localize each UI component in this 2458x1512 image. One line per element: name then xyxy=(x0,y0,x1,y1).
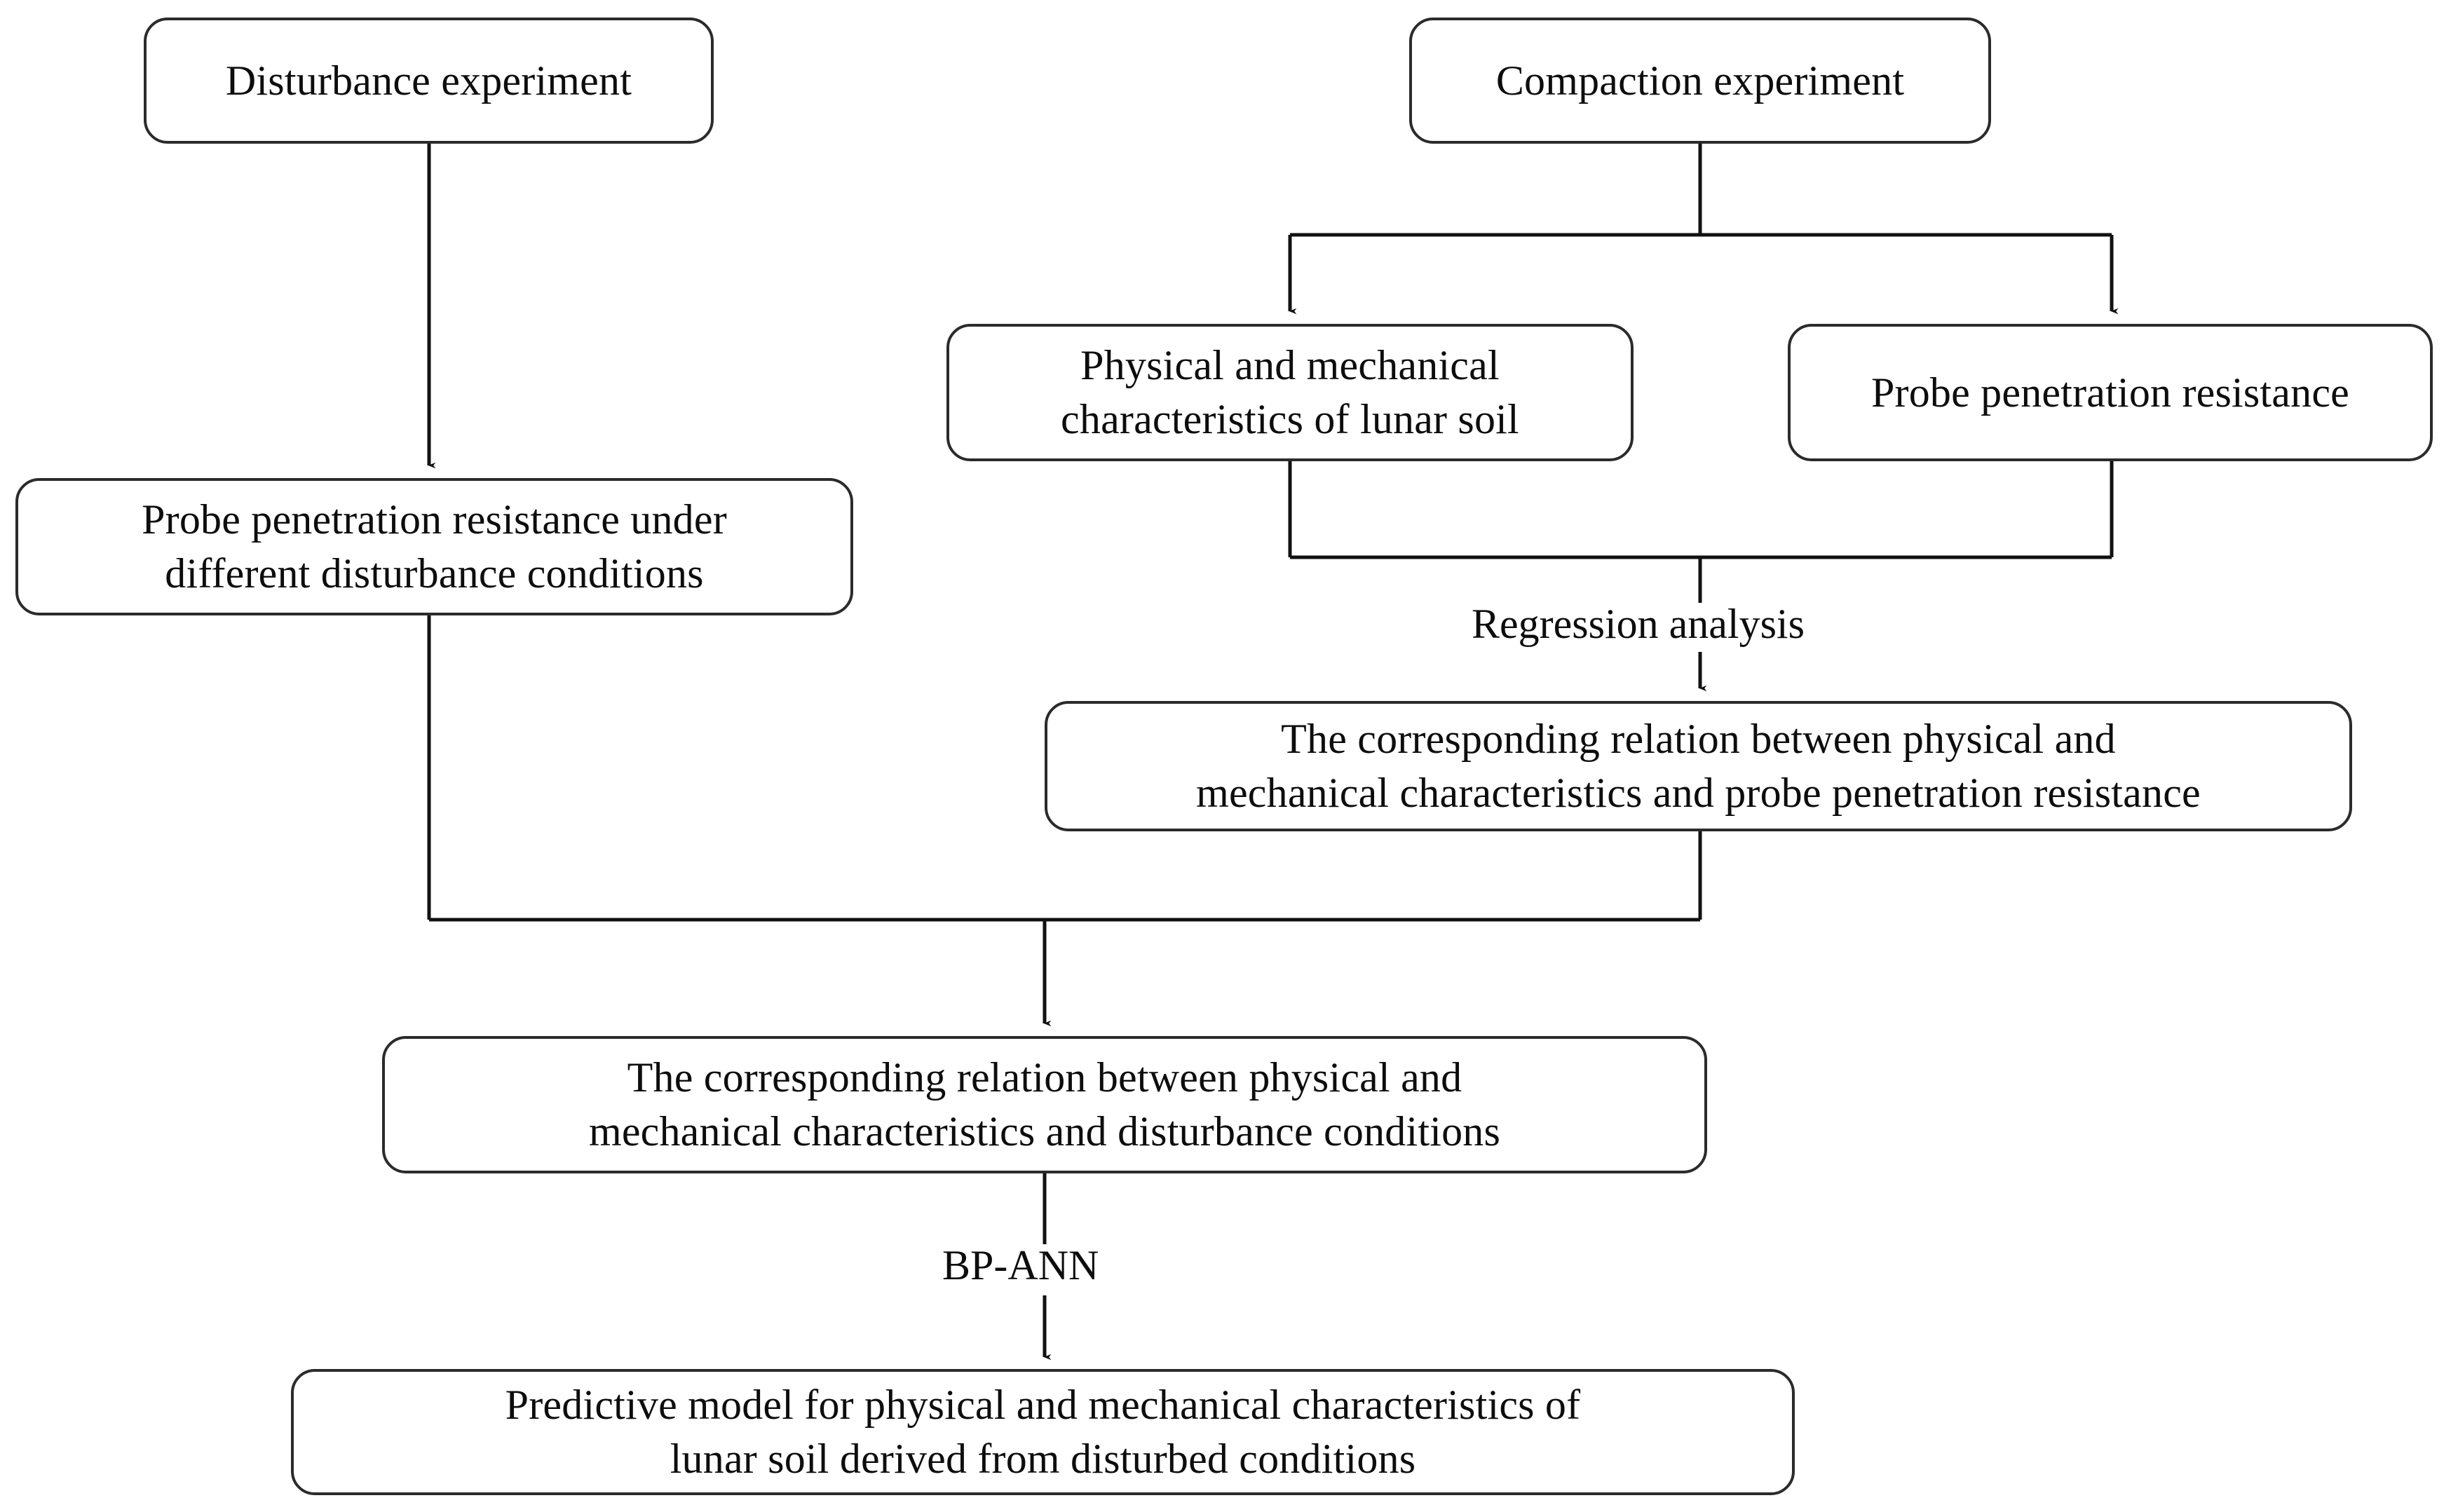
node-label: The corresponding relation between physi… xyxy=(588,1054,1501,1155)
node-label: The corresponding relation between physi… xyxy=(1196,716,2201,816)
node-label: Physical and mechanical characteristics … xyxy=(1061,342,1519,442)
node-relation-physical-disturbance[interactable]: The corresponding relation between physi… xyxy=(382,1036,1707,1173)
node-probe-resistance-disturbance[interactable]: Probe penetration resistance under diffe… xyxy=(15,478,853,615)
node-probe-penetration-resistance[interactable]: Probe penetration resistance xyxy=(1788,324,2433,461)
node-label: Compaction experiment xyxy=(1495,57,1905,104)
node-label: Disturbance experiment xyxy=(225,57,632,104)
node-label: Probe penetration resistance under diffe… xyxy=(142,496,727,597)
node-disturbance-experiment[interactable]: Disturbance experiment xyxy=(144,18,714,144)
node-label: Probe penetration resistance xyxy=(1870,369,2349,416)
node-predictive-model[interactable]: Predictive model for physical and mechan… xyxy=(291,1369,1795,1495)
node-relation-physical-probe[interactable]: The corresponding relation between physi… xyxy=(1045,701,2352,831)
node-physical-mechanical-characteristics[interactable]: Physical and mechanical characteristics … xyxy=(946,324,1634,461)
edge-label-bp-ann: BP-ANN xyxy=(932,1244,1109,1286)
node-compaction-experiment[interactable]: Compaction experiment xyxy=(1409,18,1991,144)
node-label: Predictive model for physical and mechan… xyxy=(505,1382,1581,1482)
edge-label-regression-analysis: Regression analysis xyxy=(1462,603,1814,645)
